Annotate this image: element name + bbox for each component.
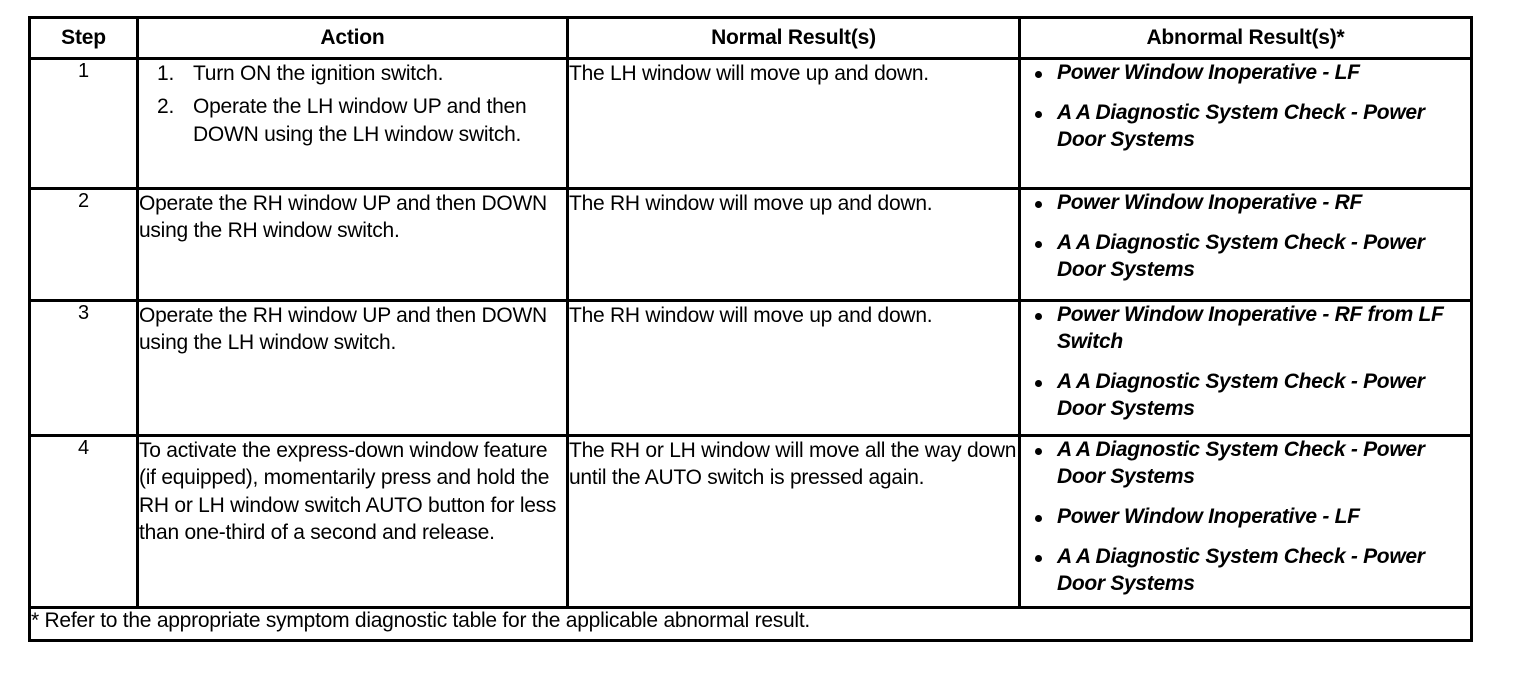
column-header-abnormal: Abnormal Result(s)* — [1018, 16, 1473, 60]
abnormal-list-item: A A Diagnostic System Check - Power Door… — [1027, 100, 1470, 154]
table-row: 1 Turn ON the ignition switch. Operate t… — [28, 57, 1473, 190]
normal-result-cell: The RH window will move up and down. — [566, 187, 1021, 302]
column-header-normal: Normal Result(s) — [566, 16, 1021, 60]
header-row: Step Action Normal Result(s) Abnormal Re… — [28, 16, 1473, 60]
abnormal-list-item: A A Diagnostic System Check - Power Door… — [1027, 230, 1470, 284]
abnormal-result-cell: A A Diagnostic System Check - Power Door… — [1018, 434, 1473, 609]
column-header-step: Step — [28, 16, 139, 60]
action-numbered-list: Turn ON the ignition switch. Operate the… — [139, 60, 566, 148]
abnormal-result-cell: Power Window Inoperative - RF from LF Sw… — [1018, 299, 1473, 437]
action-cell: To activate the express-down window feat… — [136, 434, 569, 609]
abnormal-list-item: Power Window Inoperative - RF — [1027, 190, 1470, 217]
diagnostic-procedure-table: Step Action Normal Result(s) Abnormal Re… — [28, 16, 1473, 642]
step-number-cell: 2 — [28, 187, 139, 302]
action-cell: Operate the RH window UP and then DOWN u… — [136, 187, 569, 302]
normal-result-cell: The LH window will move up and down. — [566, 57, 1021, 190]
abnormal-bullet-list: Power Window Inoperative - RF from LF Sw… — [1021, 302, 1470, 423]
step-number-cell: 3 — [28, 299, 139, 437]
abnormal-bullet-list: Power Window Inoperative - LF A A Diagno… — [1021, 60, 1470, 154]
action-list-item: Operate the LH window UP and then DOWN u… — [157, 93, 527, 146]
step-number-cell: 4 — [28, 434, 139, 609]
action-list-item: Turn ON the ignition switch. — [157, 60, 444, 88]
action-cell: Turn ON the ignition switch. Operate the… — [136, 57, 569, 190]
normal-result-cell: The RH window will move up and down. — [566, 299, 1021, 437]
abnormal-result-cell: Power Window Inoperative - RF A A Diagno… — [1018, 187, 1473, 302]
abnormal-result-cell: Power Window Inoperative - LF A A Diagno… — [1018, 57, 1473, 190]
table-row: 3 Operate the RH window UP and then DOWN… — [28, 299, 1473, 437]
abnormal-bullet-list: A A Diagnostic System Check - Power Door… — [1021, 437, 1470, 597]
column-header-action: Action — [136, 16, 569, 60]
table-row: 4 To activate the express-down window fe… — [28, 434, 1473, 609]
abnormal-list-item: Power Window Inoperative - LF — [1027, 504, 1470, 531]
footnote-text: * Refer to the appropriate symptom diagn… — [28, 606, 1473, 642]
footnote-row: * Refer to the appropriate symptom diagn… — [28, 606, 1473, 642]
abnormal-list-item: A A Diagnostic System Check - Power Door… — [1027, 544, 1470, 598]
abnormal-bullet-list: Power Window Inoperative - RF A A Diagno… — [1021, 190, 1470, 284]
table-header: Step Action Normal Result(s) Abnormal Re… — [28, 16, 1473, 60]
normal-result-cell: The RH or LH window will move all the wa… — [566, 434, 1021, 609]
table-body: 1 Turn ON the ignition switch. Operate t… — [28, 57, 1473, 642]
action-cell: Operate the RH window UP and then DOWN u… — [136, 299, 569, 437]
step-number-cell: 1 — [28, 57, 139, 190]
abnormal-list-item: A A Diagnostic System Check - Power Door… — [1027, 369, 1470, 423]
abnormal-list-item: A A Diagnostic System Check - Power Door… — [1027, 437, 1470, 491]
abnormal-list-item: Power Window Inoperative - LF — [1027, 60, 1470, 87]
abnormal-list-item: Power Window Inoperative - RF from LF Sw… — [1027, 302, 1470, 356]
table-row: 2 Operate the RH window UP and then DOWN… — [28, 187, 1473, 302]
